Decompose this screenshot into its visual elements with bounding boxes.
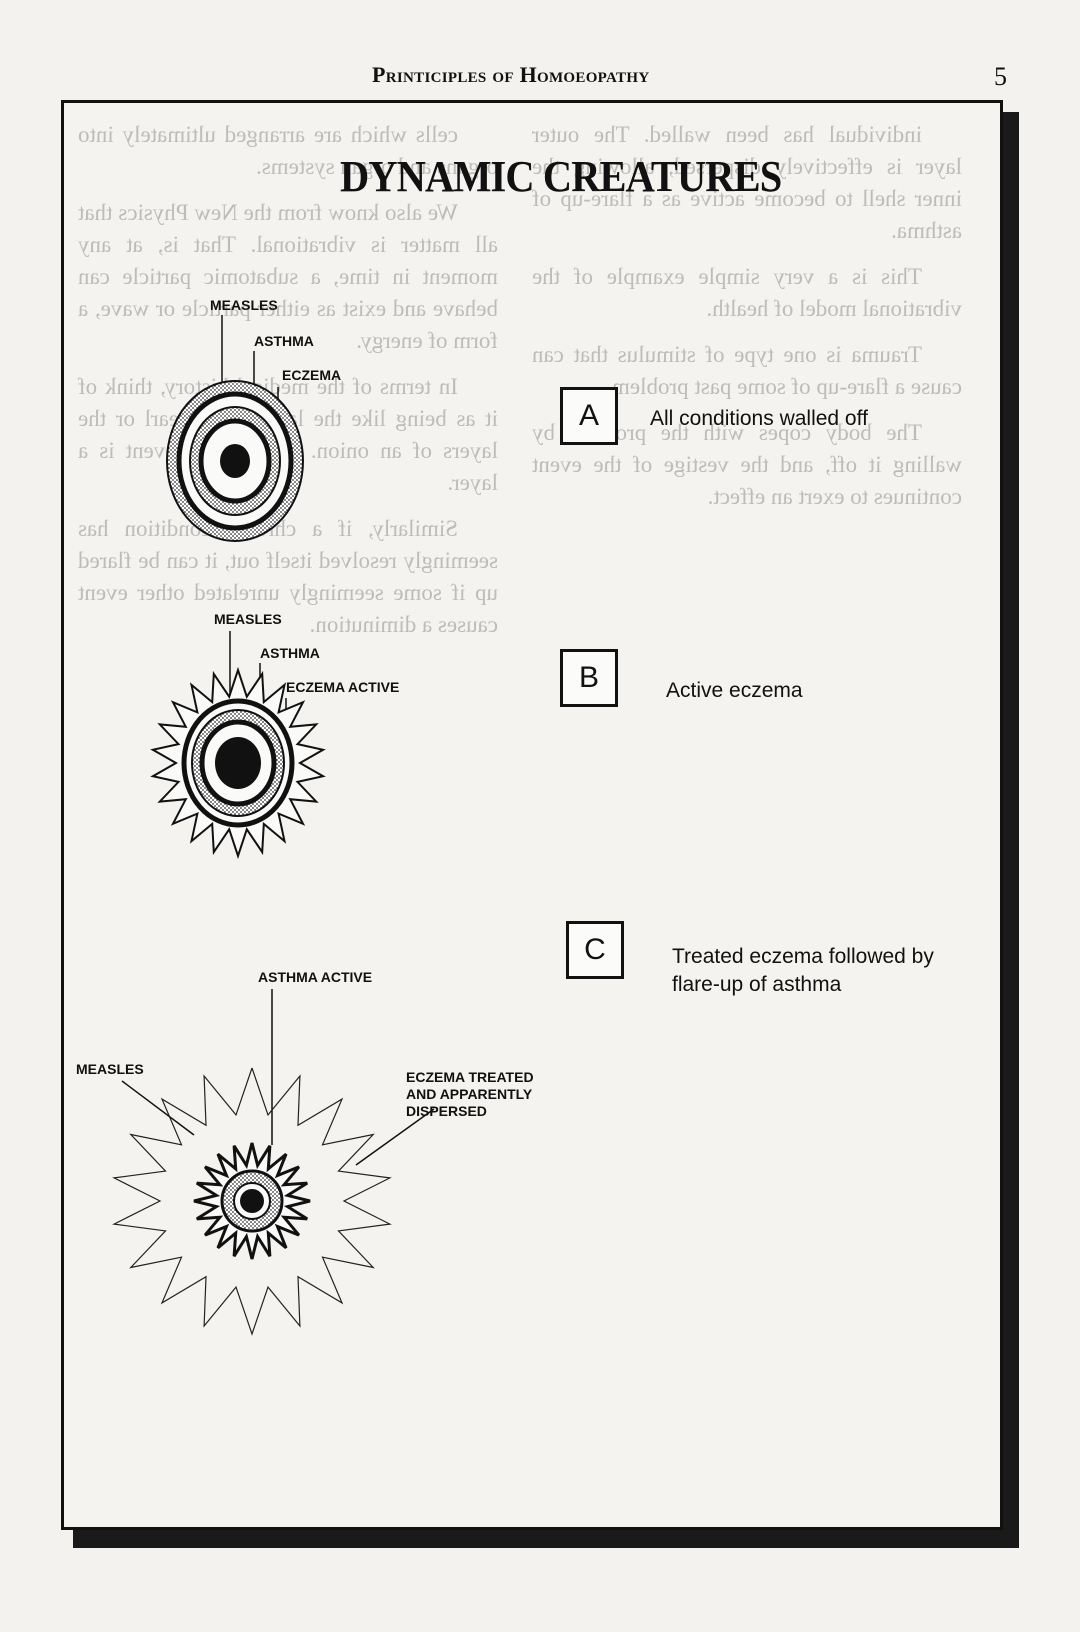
diagram-a-label-eczema: ECZEMA — [282, 367, 342, 383]
eczema-treated-line-2: AND APPARENTLY — [406, 1086, 533, 1102]
diagram-a-box: A — [560, 387, 618, 445]
page-header: Printiciples of Homoeopathy 5 — [0, 58, 1080, 98]
diagram-a — [166, 315, 304, 542]
diagram-b-label-measles: MEASLES — [214, 611, 282, 627]
diagram-c-label-eczema-treated: ECZEMA TREATED AND APPARENTLY DISPERSED — [406, 1069, 534, 1120]
diagram-a-label-measles: MEASLES — [210, 297, 278, 313]
diagram-c-label-measles: MEASLES — [76, 1061, 144, 1077]
running-head: Printiciples of Homoeopathy — [372, 62, 650, 87]
diagram-c-caption: Treated eczema followed by flare-up of a… — [672, 943, 934, 999]
figure-frame: cells which are arranged ultimately into… — [61, 100, 1003, 1530]
diagram-a-caption: All conditions walled off — [650, 407, 868, 430]
diagram-a-label-asthma: ASTHMA — [254, 333, 314, 349]
diagram-b — [150, 631, 326, 860]
eczema-treated-line-1: ECZEMA TREATED — [406, 1069, 534, 1085]
diagram-b-label-asthma: ASTHMA — [260, 645, 320, 661]
page-number: 5 — [994, 62, 1007, 91]
diagram-c — [112, 989, 435, 1336]
diagram-c-caption-line-1: Treated eczema followed by — [672, 945, 934, 968]
figure-title: DYNAMIC CREATURES — [340, 152, 782, 201]
diagram-b-label-eczema-active: ECZEMA ACTIVE — [286, 679, 400, 695]
diagram-c-label-asthma-active: ASTHMA ACTIVE — [258, 969, 373, 985]
diagram-b-box: B — [560, 649, 618, 707]
eczema-treated-line-3: DISPERSED — [406, 1103, 487, 1119]
diagram-c-caption-line-2: flare-up of asthma — [672, 973, 842, 996]
layers-diagram — [112, 315, 435, 1336]
diagram-c-box: C — [566, 921, 624, 979]
diagram-b-caption: Active eczema — [666, 679, 803, 702]
